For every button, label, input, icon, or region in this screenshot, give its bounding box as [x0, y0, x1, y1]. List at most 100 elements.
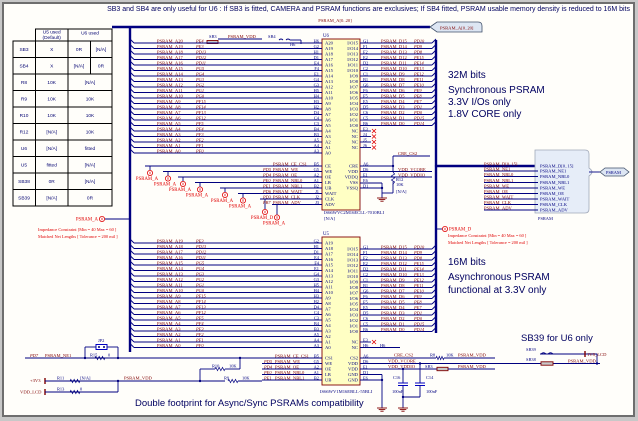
- pin-name: VDD: [348, 169, 359, 174]
- bus-entry: [129, 255, 135, 260]
- net-label: PSRAM_CE_CS1: [273, 161, 308, 166]
- ball-label: C3: [314, 315, 320, 320]
- port-alias: PD10: [413, 244, 425, 249]
- ball-label: A1: [314, 370, 319, 375]
- net-label: PSRAM_A15: [157, 260, 183, 265]
- bus-entry: [129, 49, 135, 55]
- ball-label: C6: [363, 110, 369, 115]
- net-label: PSRAM_D12: [381, 55, 407, 60]
- harness-entry: PSRAM_D[0..15]: [540, 164, 574, 169]
- net-label: PSRAM_D9: [381, 277, 405, 282]
- pin-name: A10: [325, 290, 334, 295]
- ball-label: B1: [363, 77, 368, 82]
- cre-net-label: CRE_CS2: [394, 353, 414, 358]
- vcore-net-label: VDD_VCORE: [398, 167, 426, 172]
- no-connect-icon: [371, 139, 377, 145]
- table-cell-u6: [N/A]: [85, 80, 96, 86]
- r13-value: 0: [80, 387, 83, 392]
- table-header-u5: U5 used: [43, 30, 61, 36]
- psram-port-label: PSRAM: [606, 170, 621, 175]
- bus-entry: [129, 321, 135, 326]
- jp2-jumper[interactable]: [95, 344, 108, 350]
- pin-name: A11: [325, 285, 333, 290]
- ball-label: E6: [363, 178, 369, 183]
- jp2-label: JP2: [98, 338, 104, 343]
- bus-entry: [129, 293, 135, 299]
- ball-label: G4: [314, 77, 320, 82]
- port-alias: PD11: [195, 60, 206, 65]
- net-label: PSRAM_WAIT: [273, 189, 303, 194]
- ball-label: D1: [363, 183, 368, 188]
- ball-label: E3: [363, 126, 369, 131]
- pin-name: I/O4: [350, 307, 359, 312]
- bus-entry: [129, 288, 135, 293]
- caption: Double footprint for Async/Sync PSRAMs c…: [135, 398, 364, 409]
- pin-name: I/O6: [350, 296, 359, 301]
- table-cell-u6: [N/A]: [85, 179, 96, 185]
- pin-name: I/O10: [347, 68, 358, 73]
- bus-entry: [129, 99, 135, 104]
- r13-ref: R13: [57, 387, 65, 392]
- harness-entry: PSRAM_NBL0: [540, 174, 570, 179]
- net-label: PSRAM_CLK: [273, 194, 301, 199]
- port-alias: PF0: [195, 343, 204, 348]
- r9-value: 10K: [242, 376, 250, 381]
- port-alias: PE10: [413, 82, 425, 87]
- ball-label: B3: [314, 326, 320, 331]
- bus-entry: [129, 304, 135, 310]
- ball-label: B1: [363, 283, 368, 288]
- vdd-lcd-label: VDD_LCD: [20, 390, 42, 395]
- r12-ref: R12: [396, 177, 403, 182]
- harness-net-label: PSRAM_CLK: [484, 200, 512, 205]
- net-label: PSRAM_D2: [381, 110, 405, 115]
- bus-entry: [129, 55, 135, 60]
- sb38-solder-bridge[interactable]: [540, 361, 554, 366]
- pin-name: A9: [325, 101, 331, 106]
- bus-entry: [431, 255, 437, 261]
- net-label: PSRAM_OE: [275, 364, 299, 369]
- pin-name: I/O13: [347, 258, 358, 263]
- ball-label: D5: [363, 310, 369, 315]
- psram-harness[interactable]: [534, 149, 593, 214]
- pin-name: I/O14: [347, 252, 358, 257]
- r10-value: 10K: [229, 364, 237, 369]
- port-alias: PF14: [195, 104, 207, 109]
- port-alias: PE9: [413, 294, 422, 299]
- u6-description: 3.3V I/Os only: [448, 97, 511, 108]
- bus-entry: [129, 121, 135, 126]
- port-alias: PG3: [195, 271, 205, 276]
- port-alias: PD9: [413, 250, 423, 255]
- net-label: PSRAM_A14: [157, 71, 183, 76]
- bus-entry: [129, 337, 135, 343]
- bus-entry: [129, 310, 135, 315]
- port-alias: PG5: [195, 66, 205, 71]
- sb3-solder-bridge[interactable]: [436, 366, 449, 372]
- ball-label: F4: [314, 260, 319, 265]
- pin-name: A1: [325, 340, 331, 345]
- port-alias: PE8: [413, 299, 422, 304]
- psram-port[interactable]: [599, 167, 630, 177]
- pin-name: A19: [325, 46, 334, 51]
- port-alias: PE7: [413, 305, 422, 310]
- ball-label: C4: [314, 115, 320, 120]
- pin-name: WAIT: [325, 191, 337, 196]
- net-label: PSRAM_CE_CS1: [275, 353, 310, 358]
- net-label: PSRAM_A9: [157, 99, 181, 104]
- r11-resistor: [69, 378, 81, 384]
- bus-entry: [129, 332, 135, 337]
- port-alias: PG3: [195, 77, 205, 82]
- ball-label: H3: [314, 99, 320, 104]
- port-alias: PE11: [413, 77, 423, 82]
- port-alias: PF2: [195, 332, 204, 337]
- pin-name: VSS: [350, 180, 359, 185]
- ball-label: B4: [314, 126, 320, 131]
- r12-resistor: [390, 171, 396, 185]
- port-alias: PE3: [195, 238, 204, 243]
- pin-name: A17: [325, 252, 334, 257]
- table-cell-ref: SB4: [19, 64, 28, 70]
- sb3-solder-bridge[interactable]: [206, 40, 219, 44]
- ne1-alias: PD7: [29, 353, 39, 358]
- port-alias: PD12: [195, 55, 207, 60]
- port-alias: PF2: [195, 137, 204, 142]
- bus-entry: [129, 299, 135, 304]
